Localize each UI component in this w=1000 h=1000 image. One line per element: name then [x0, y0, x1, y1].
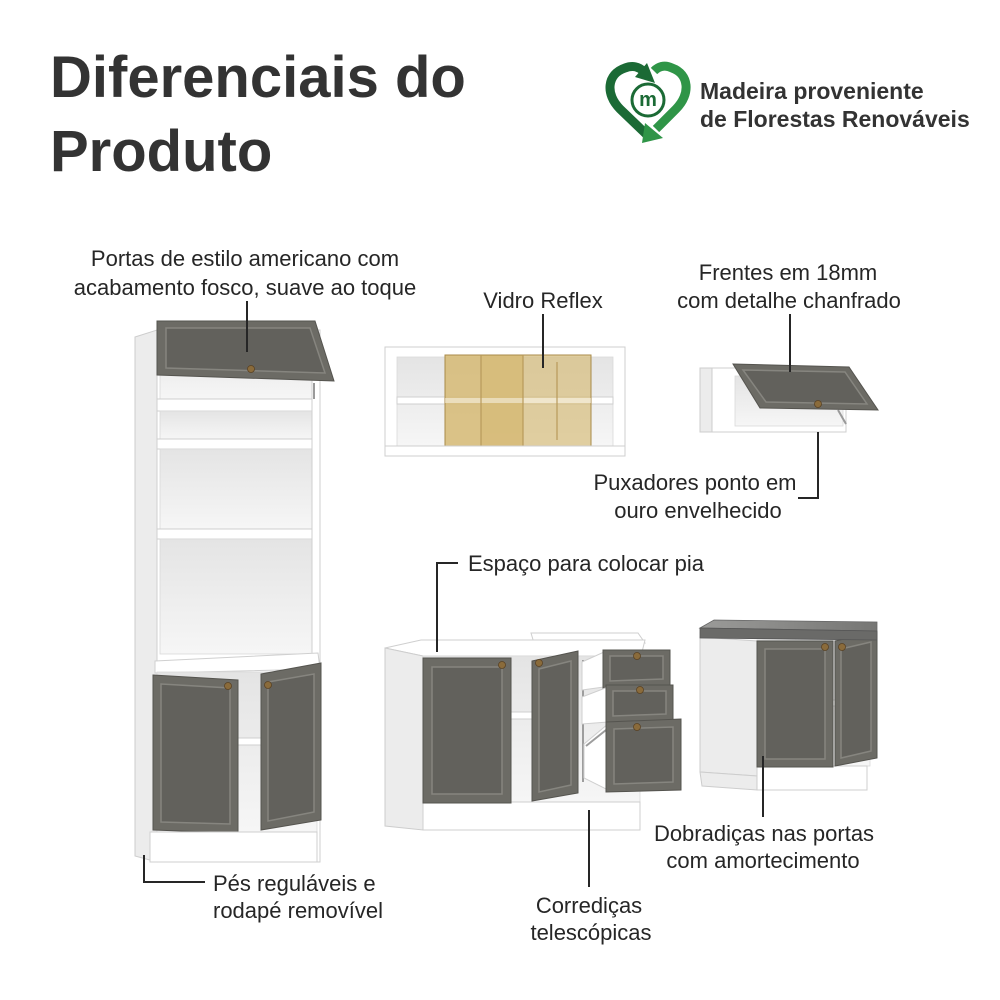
drawer-chamfered-panel — [612, 690, 667, 717]
door-chamfered-panel — [165, 327, 327, 374]
page-title-line-1: Diferenciais do — [50, 45, 466, 110]
niche-interior — [159, 448, 313, 530]
callout-doors-line-2: acabamento fosco, suave ao toque — [74, 275, 416, 300]
door-chamfered-panel — [431, 666, 503, 795]
logo-center-circle — [630, 82, 666, 118]
logo-right-arrowhead — [642, 123, 663, 143]
callout-feet-line-2: rodapé removível — [213, 898, 383, 923]
niche-interior — [159, 410, 313, 440]
gold-knob — [636, 686, 644, 694]
callout-slides-line-2: telescópicas — [530, 920, 651, 945]
callout-handles: Puxadores ponto em ouro envelhecido — [593, 432, 819, 523]
callout-hinges-line-1: Dobradiças nas portas — [654, 821, 874, 846]
callout-fronts-line-2: com detalhe chanfrado — [677, 288, 901, 313]
small-wall-cabinet — [699, 363, 879, 433]
interior-shelf — [235, 737, 265, 746]
drawer-chamfered-panel — [609, 655, 664, 682]
callout-sink-line-1: Espaço para colocar pia — [468, 551, 705, 576]
callout-glass: Vidro Reflex — [483, 288, 603, 368]
callout-fronts-line-1: Frentes em 18mm — [699, 260, 878, 285]
callout-handles-leader — [798, 432, 819, 499]
door-chamfered-panel — [764, 648, 826, 760]
sink-base-cabinet — [384, 632, 682, 831]
callout-doors-line-1: Portas de estilo americano com — [91, 246, 399, 271]
door-chamfered-panel — [160, 683, 231, 825]
door-chamfered-panel — [840, 641, 872, 759]
gold-knob — [264, 681, 272, 689]
cabinet-left-side-panel — [384, 647, 424, 831]
recycle-heart-logo-icon: m — [605, 61, 691, 143]
callout-sink: Espaço para colocar pia — [436, 551, 705, 652]
gold-knob — [498, 661, 506, 669]
gold-knob — [814, 400, 822, 408]
door-chamfered-panel — [267, 673, 315, 822]
page-title-line-2: Produto — [50, 119, 272, 184]
logo-letter: m — [639, 89, 657, 111]
callout-doors: Portas de estilo americano com acabament… — [74, 246, 416, 352]
cabinet-left-side-panel — [699, 636, 758, 777]
removable-plinth — [756, 765, 868, 791]
callout-handles-line-1: Puxadores ponto em — [593, 470, 796, 495]
callout-feet: Pés reguláveis e rodapé removível — [143, 855, 383, 923]
shelf — [156, 528, 315, 540]
gold-knob — [535, 659, 543, 667]
gold-knob — [821, 643, 829, 651]
interior-shelf — [509, 711, 535, 720]
callout-feet-line-1: Pés reguláveis e — [213, 871, 376, 896]
logo-left-arrowhead — [635, 63, 655, 83]
door-chamfered-panel — [741, 369, 869, 405]
sliding-glass-door-left — [444, 354, 524, 448]
door-chamfered-panel — [538, 660, 572, 793]
callout-handles-line-2: ouro envelhecido — [614, 498, 782, 523]
gold-knob — [838, 643, 846, 651]
callout-slides-line-1: Corrediças — [536, 893, 642, 918]
telescopic-slide — [585, 729, 607, 747]
tall-pantry-cabinet — [134, 320, 335, 863]
renewable-wood-badge: m Madeira proveniente de Florestas Renov… — [605, 61, 970, 143]
callout-hinges-line-2: com amortecimento — [666, 848, 859, 873]
callout-slides: Corrediças telescópicas — [530, 810, 652, 945]
glass-wall-cabinet — [384, 346, 626, 457]
base-cabinet-with-countertop — [698, 619, 878, 791]
callout-sink-leader — [436, 562, 458, 652]
gold-knob — [224, 682, 232, 690]
removable-plinth — [149, 831, 318, 863]
logo-left-arrow — [605, 62, 650, 138]
flip-door-hinge — [837, 409, 847, 425]
gold-knob — [633, 652, 641, 660]
plinth-side — [699, 771, 758, 791]
shelf — [156, 398, 315, 412]
callout-hinges: Dobradiças nas portas com amortecimento — [654, 756, 874, 873]
cabinet-bottom — [384, 445, 626, 457]
callout-fronts: Frentes em 18mm com detalhe chanfrado — [677, 260, 901, 372]
callout-feet-leader — [143, 855, 205, 883]
gold-knob — [247, 365, 255, 373]
cabinet-left-side-panel — [699, 367, 713, 433]
shelf-behind-glass — [445, 398, 591, 403]
shelf — [156, 438, 315, 450]
badge-text-line-2: de Florestas Renováveis — [700, 106, 970, 132]
badge-text-line-1: Madeira proveniente — [700, 78, 924, 104]
logo-right-arrow — [650, 61, 691, 133]
niche-interior — [159, 538, 313, 655]
countertop-edge — [699, 627, 878, 641]
gold-knob — [633, 723, 641, 731]
drawer-chamfered-panel — [613, 726, 674, 785]
removable-plinth — [422, 801, 641, 831]
callout-glass-line-1: Vidro Reflex — [483, 288, 602, 313]
